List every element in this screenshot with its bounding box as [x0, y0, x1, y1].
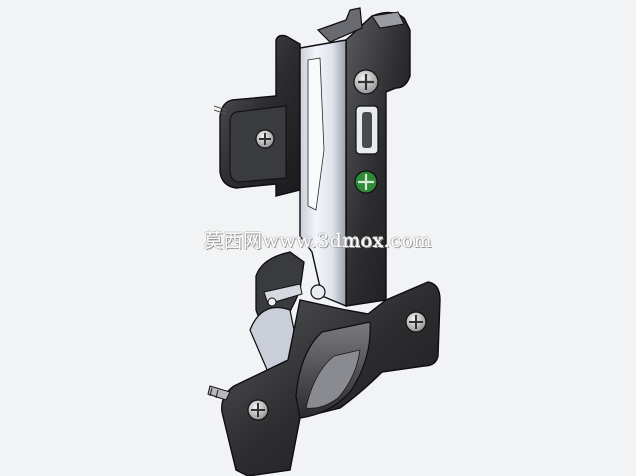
watermark-text: 莫西网www.3dmox.com	[204, 230, 433, 252]
lever	[249, 251, 305, 373]
mounting-plate	[213, 34, 301, 197]
cup-plate	[207, 281, 441, 476]
back-plate	[316, 7, 411, 307]
hinge-arm	[299, 39, 347, 308]
